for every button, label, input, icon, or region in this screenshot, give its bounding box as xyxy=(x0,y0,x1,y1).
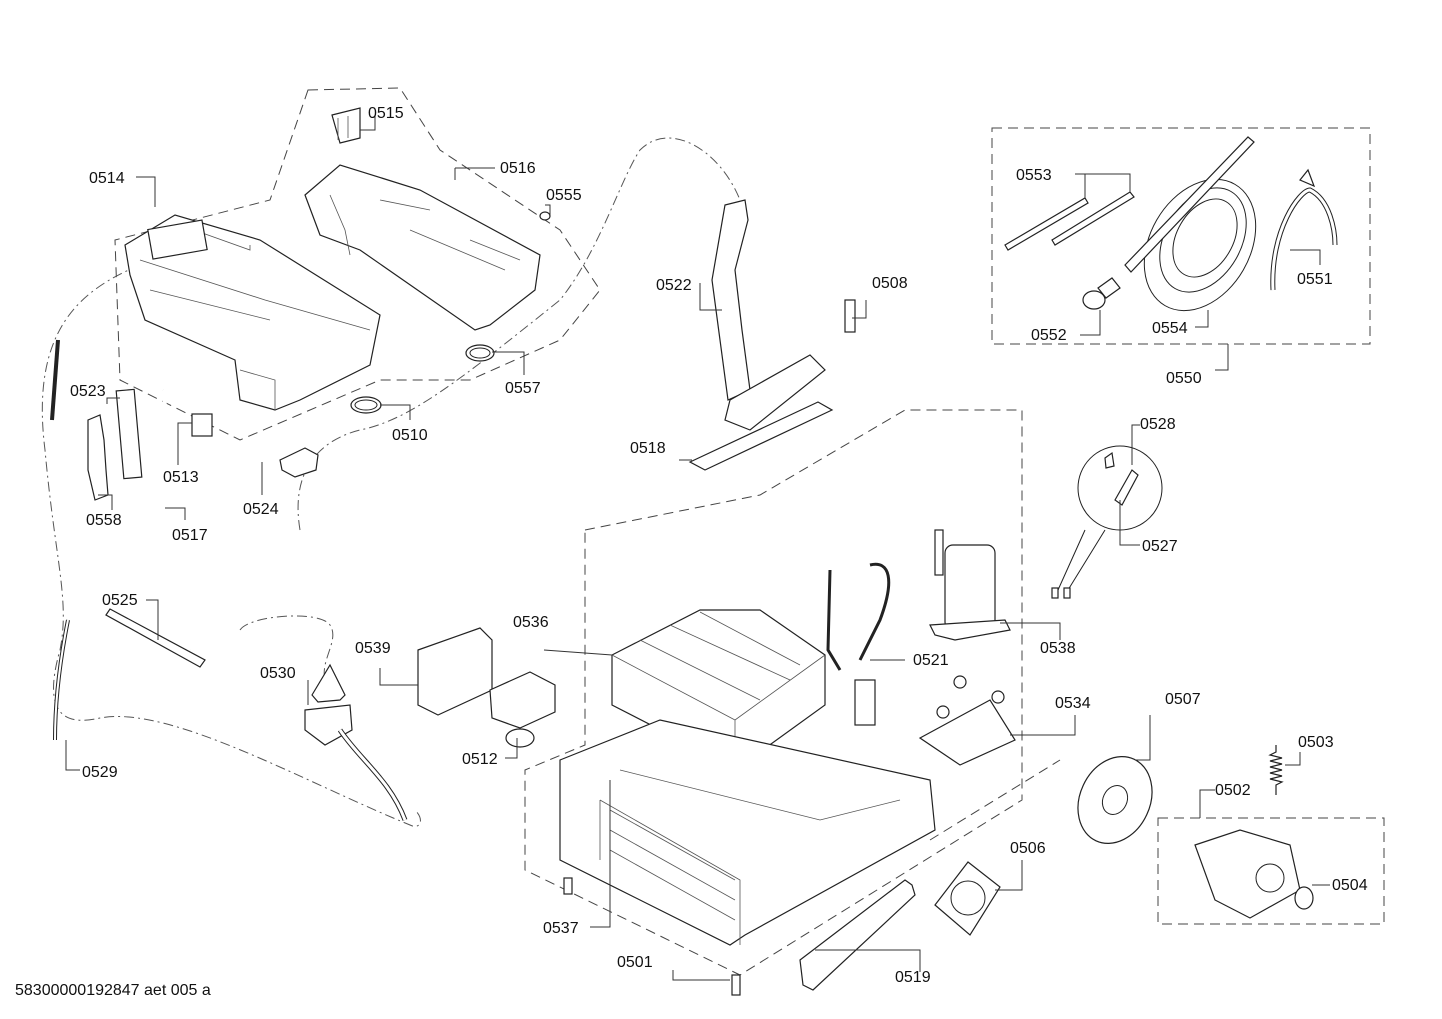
label-0523[interactable]: 0523 xyxy=(70,383,106,400)
label-0512[interactable]: 0512 xyxy=(462,751,498,768)
part-0534-mount-plate xyxy=(918,675,1016,766)
part-hose-upper-left xyxy=(50,339,60,421)
label-0510[interactable]: 0510 xyxy=(392,427,428,444)
label-0554[interactable]: 0554 xyxy=(1152,320,1188,337)
label-0552[interactable]: 0552 xyxy=(1031,327,1067,344)
part-0517-hose xyxy=(147,389,191,651)
label-0502[interactable]: 0502 xyxy=(1215,782,1251,799)
label-0516[interactable]: 0516 xyxy=(500,160,536,177)
part-0501-screws xyxy=(563,877,741,996)
part-0512-pump xyxy=(489,671,556,748)
part-0554-hose-coil xyxy=(1124,136,1257,312)
part-0514-drawer-housing xyxy=(124,214,381,411)
part-0553-cable-ties xyxy=(1004,191,1135,251)
leader-lines xyxy=(65,115,1330,981)
label-0527[interactable]: 0527 xyxy=(1142,538,1178,555)
part-0519-gasket xyxy=(799,879,916,991)
part-0516-drawer-cover xyxy=(304,164,541,331)
label-0529[interactable]: 0529 xyxy=(82,764,118,781)
label-0528[interactable]: 0528 xyxy=(1140,416,1176,433)
label-0514[interactable]: 0514 xyxy=(89,170,125,187)
label-0515[interactable]: 0515 xyxy=(368,105,404,122)
label-0506[interactable]: 0506 xyxy=(1010,840,1046,857)
boundary-accessory-kit xyxy=(991,127,1371,345)
label-0537[interactable]: 0537 xyxy=(543,920,579,937)
label-0518[interactable]: 0518 xyxy=(630,440,666,457)
part-0507-fan-wheel xyxy=(1077,756,1153,844)
part-labels: 0514 0515 0516 0555 0557 0510 0524 0513 … xyxy=(70,105,1368,986)
label-0555[interactable]: 0555 xyxy=(546,187,582,204)
label-0551[interactable]: 0551 xyxy=(1297,271,1333,288)
label-0553[interactable]: 0553 xyxy=(1016,167,1052,184)
label-0536[interactable]: 0536 xyxy=(513,614,549,631)
part-0555-cap xyxy=(539,211,551,221)
label-0538[interactable]: 0538 xyxy=(1040,640,1076,657)
part-0515-filter xyxy=(331,107,361,144)
label-0525[interactable]: 0525 xyxy=(102,592,138,609)
label-0507[interactable]: 0507 xyxy=(1165,691,1201,708)
label-0557[interactable]: 0557 xyxy=(505,380,541,397)
part-0529-hose xyxy=(53,619,70,741)
label-0534[interactable]: 0534 xyxy=(1055,695,1091,712)
boundary-detergent-drawer xyxy=(114,87,601,441)
part-0518-gasket xyxy=(688,401,834,471)
label-0517[interactable]: 0517 xyxy=(172,527,208,544)
part-0525-tube xyxy=(105,608,206,668)
label-0513[interactable]: 0513 xyxy=(163,469,199,486)
label-0524[interactable]: 0524 xyxy=(243,501,279,518)
part-0522-duct xyxy=(711,199,826,431)
label-0522[interactable]: 0522 xyxy=(656,277,692,294)
label-0530[interactable]: 0530 xyxy=(260,665,296,682)
part-0552-connector xyxy=(1082,277,1121,310)
part-0502-motor xyxy=(1194,829,1301,919)
part-0538-compressor xyxy=(929,529,1011,641)
part-0527-0528-sensor xyxy=(1051,445,1163,599)
parts-drawings xyxy=(50,107,1338,996)
label-0519[interactable]: 0519 xyxy=(895,969,931,986)
document-id: 58300000192847 aet 005 a xyxy=(15,982,211,999)
part-0513-valve xyxy=(191,413,213,437)
part-0508-sensor xyxy=(844,299,856,333)
label-0501[interactable]: 0501 xyxy=(617,954,653,971)
label-0503[interactable]: 0503 xyxy=(1298,734,1334,751)
label-0521[interactable]: 0521 xyxy=(913,652,949,669)
label-0508[interactable]: 0508 xyxy=(872,275,908,292)
boundary-base-assembly xyxy=(524,409,1023,976)
part-0530-pump xyxy=(304,663,408,821)
part-0521-pipes xyxy=(826,562,891,726)
part-0558-flap xyxy=(87,414,109,501)
part-0504-pulley xyxy=(1294,886,1314,910)
part-0551-hose-guide xyxy=(1270,168,1338,291)
part-0524-gasket xyxy=(279,447,319,478)
part-0506-fan xyxy=(934,861,1001,936)
part-0503-spring xyxy=(1268,745,1284,795)
label-0558[interactable]: 0558 xyxy=(86,512,122,529)
label-0539[interactable]: 0539 xyxy=(355,640,391,657)
label-0550[interactable]: 0550 xyxy=(1166,370,1202,387)
hose-route-pump xyxy=(239,615,334,681)
part-0537-base-tray xyxy=(559,719,936,946)
boundary-motor xyxy=(1157,817,1385,925)
label-0504[interactable]: 0504 xyxy=(1332,877,1368,894)
part-0523-bracket xyxy=(115,388,143,480)
part-0539-plate xyxy=(417,627,493,716)
boundary-sensor-lead xyxy=(929,759,1061,841)
